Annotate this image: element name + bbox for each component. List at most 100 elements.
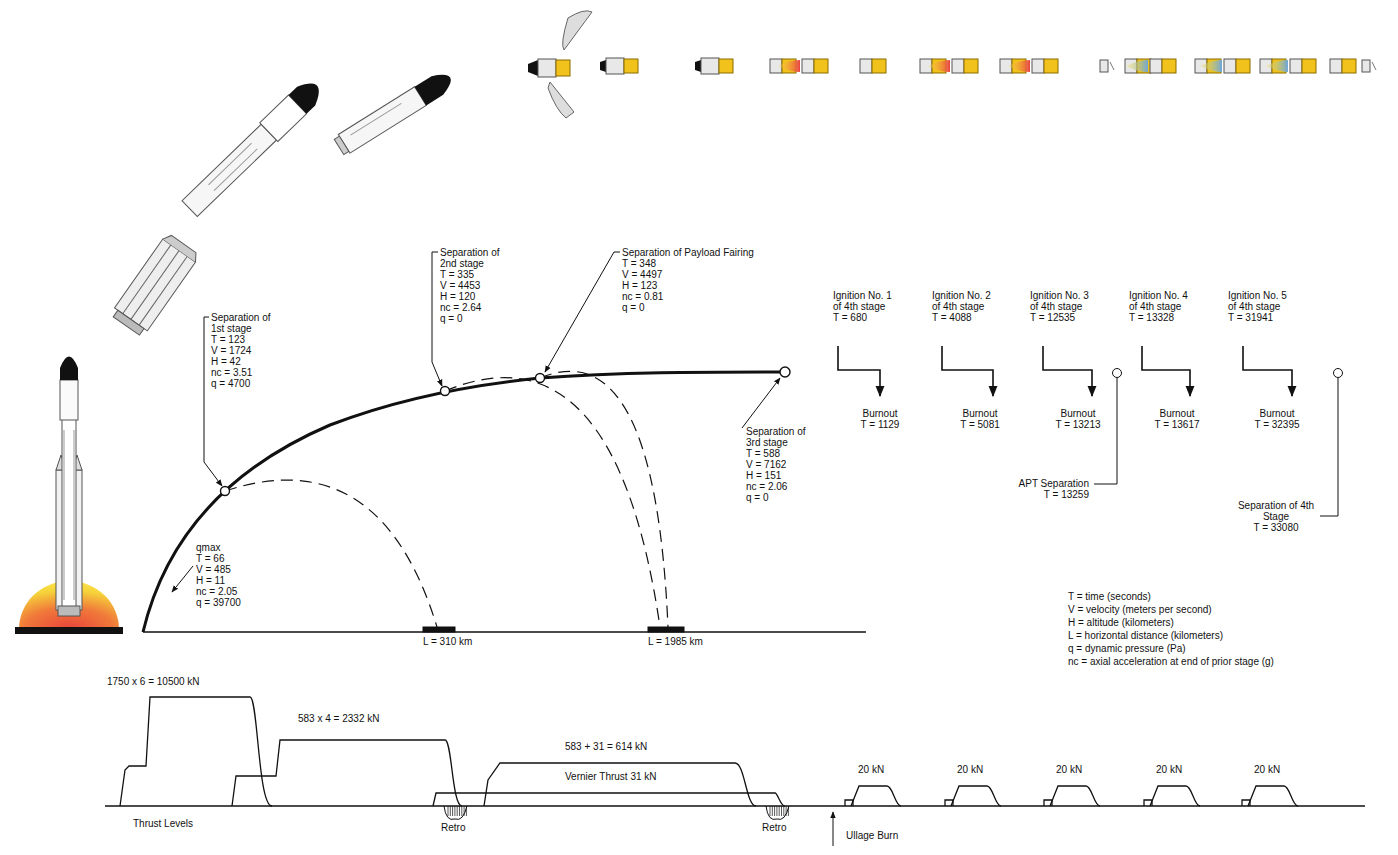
callout-text: Ullage Burn — [846, 830, 898, 841]
trajectory — [780, 367, 790, 377]
callout-group: 20 kN — [1056, 764, 1082, 775]
callout-text: T = 5081 — [950, 419, 1010, 430]
callout-text: T = 348 — [622, 258, 754, 269]
retro-hatch — [783, 806, 784, 816]
thrust-plot — [120, 697, 272, 806]
launch-rocket — [58, 606, 80, 616]
callout-group: Ignition No. 3 of 4th stageT = 12535 — [1030, 290, 1096, 323]
retro-hatch — [457, 806, 458, 816]
callout-text: 583 x 4 = 2332 kN — [298, 713, 379, 724]
callout-text: T = 13259 — [1003, 489, 1089, 500]
trajectory — [143, 367, 866, 632]
callout-text: Ignition No. 4 of 4th stage — [1129, 290, 1195, 312]
spacecraft-sequence — [1372, 62, 1376, 70]
callout-group: APT SeparationT = 13259 — [1003, 478, 1089, 500]
second-stage — [182, 124, 276, 216]
callout-text: Separation of 1st stage — [211, 312, 275, 334]
spacecraft-sequence — [695, 60, 701, 72]
callout-group: Ignition No. 5 of 4th stageT = 31941 — [1228, 290, 1294, 323]
callout-text: Thrust Levels — [133, 818, 193, 829]
payload-fairing — [563, 11, 592, 50]
callout-text: Burnout — [850, 408, 910, 419]
first-stage — [163, 233, 200, 262]
spacecraft-sequence — [814, 59, 828, 73]
retro-hatch — [464, 806, 465, 816]
callout-text: 1750 x 6 = 10500 kN — [107, 676, 200, 687]
thrust-plot — [766, 806, 789, 819]
payload-fairing — [538, 59, 556, 77]
callout-group: BurnoutT = 32395 — [1247, 408, 1307, 430]
spacecraft-sequence — [1126, 60, 1148, 72]
first-stage — [123, 245, 171, 314]
spacecraft-sequence — [1110, 62, 1114, 70]
launch-rocket — [60, 357, 78, 381]
callout-group: qmaxT = 66V = 485H = 11nc = 2.05q = 3970… — [196, 542, 266, 608]
callout-group: BurnoutT = 13617 — [1147, 408, 1207, 430]
callout-text: nc = 2.64 — [440, 302, 504, 313]
leader-line — [742, 378, 780, 428]
retro-hatch — [459, 806, 460, 816]
callout-text: q = dynamic pressure (Pa) — [1068, 642, 1274, 655]
spacecraft-sequence — [872, 59, 886, 73]
callout-text: V = 485 — [196, 564, 266, 575]
launch-rocket — [60, 380, 78, 420]
leader-line — [1320, 378, 1338, 516]
retro-hatch — [448, 806, 788, 816]
spacecraft-sequence — [624, 59, 638, 73]
callout-text: T = 4088 — [932, 312, 998, 323]
callout-group: 20 kN — [957, 764, 983, 775]
leader-line — [545, 252, 620, 372]
spacecraft-sequence — [778, 60, 800, 72]
spacecraft-sequence — [1266, 60, 1288, 72]
callout-text: H = 120 — [440, 291, 504, 302]
callout-text: V = 4453 — [440, 280, 504, 291]
callout-text: T = 32395 — [1247, 419, 1307, 430]
fourth-stage-thrust — [1248, 786, 1298, 806]
retro-hatch — [770, 806, 771, 816]
callout-group: Separation of 3rd stageT = 588V = 7162H … — [746, 426, 810, 503]
thrust-plot — [105, 805, 1365, 806]
callout-text: H = 42 — [211, 356, 275, 367]
callout-group: BurnoutT = 1129 — [850, 408, 910, 430]
spacecraft-sequence — [1162, 59, 1176, 73]
spacecraft-sequence — [1032, 59, 1044, 73]
payload-fairing — [548, 82, 574, 118]
callout-group: 20 kN — [1254, 764, 1280, 775]
callout-text: L = 1985 km — [648, 636, 703, 647]
retro-hatch — [454, 806, 455, 816]
callout-text: q = 39700 — [196, 597, 266, 608]
retro-hatch — [774, 806, 775, 816]
callout-group: Separation of Payload FairingT = 348V = … — [622, 247, 754, 313]
callout-text: V = 7162 — [746, 459, 810, 470]
fourth-stage-thrust — [951, 786, 1001, 806]
callout-text: T = 680 — [833, 312, 899, 323]
callout-text: 20 kN — [858, 764, 884, 775]
second-stage — [208, 143, 251, 185]
callout-text: H = 123 — [622, 280, 754, 291]
callout-text: APT Separation — [1003, 478, 1089, 489]
burn-bracket — [1142, 346, 1190, 396]
third-stage — [338, 87, 426, 153]
spacecraft-sequence — [964, 59, 978, 73]
callout-text: Retro — [441, 822, 465, 833]
callout-text: 583 + 31 = 614 kN — [565, 741, 647, 752]
callout-text: H = 151 — [746, 470, 810, 481]
callout-text: nc = axial acceleration at end of prior … — [1068, 655, 1274, 668]
callout-text: Burnout — [950, 408, 1010, 419]
spacecraft-sequence — [701, 58, 719, 74]
callout-text: T = 66 — [196, 553, 266, 564]
callout-group: 583 + 31 = 614 kN — [565, 741, 647, 752]
burn-bracket — [838, 346, 880, 396]
leader-line — [1113, 369, 1122, 378]
callout-group: 583 x 4 = 2332 kN — [298, 713, 379, 724]
third-stage — [350, 103, 401, 135]
callout-text: Retro — [762, 822, 786, 833]
trajectory — [221, 487, 230, 496]
retro-hatch — [448, 806, 449, 816]
retro-hatch — [772, 806, 773, 816]
leader-line — [172, 252, 1343, 592]
callout-group: Thrust Levels — [133, 818, 193, 829]
retro-hatch — [788, 806, 789, 816]
spacecraft-sequence — [600, 58, 1376, 74]
callout-text: qmax — [196, 542, 266, 553]
